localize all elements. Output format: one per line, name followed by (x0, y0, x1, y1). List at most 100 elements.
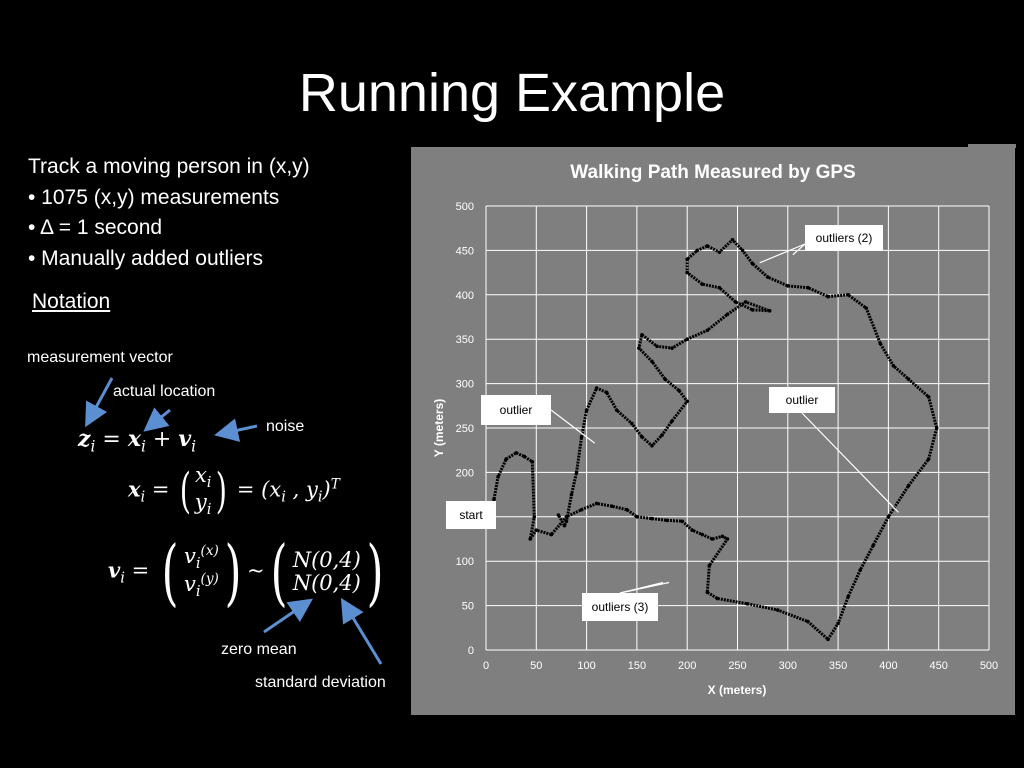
gps-point (826, 294, 830, 299)
gps-point (733, 300, 738, 304)
arrow-actual-location (143, 407, 171, 432)
gps-point (826, 637, 830, 642)
gps-point (562, 523, 567, 528)
gps-point (846, 293, 850, 297)
gps-point (705, 590, 710, 595)
gps-point (635, 515, 639, 519)
gps-point (765, 275, 770, 279)
gps-point (685, 399, 689, 404)
x-tick-label: 200 (678, 660, 696, 672)
callout-label: start (459, 508, 483, 522)
y-axis-label: Y (meters) (432, 399, 446, 457)
chart-grid (485, 205, 990, 651)
gps-point (786, 284, 790, 288)
gps-point (864, 306, 869, 310)
bullet-list: Track a moving person in (x,y) • 1075 (x… (28, 152, 310, 274)
callout-box (582, 593, 658, 621)
gps-point (528, 537, 533, 541)
gps-point (740, 248, 745, 253)
gps-point (934, 426, 939, 430)
y-tick-label: 200 (456, 467, 474, 479)
x-tick-label: 50 (530, 660, 542, 672)
gps-point (574, 470, 579, 475)
gps-point (705, 328, 710, 333)
gps-point (685, 337, 689, 341)
gps-point (720, 534, 725, 539)
arrow-standard-deviation (340, 597, 383, 665)
gps-point (594, 501, 599, 506)
x-tick-label: 500 (980, 660, 998, 672)
chart-corner-notch (968, 144, 1016, 148)
gps-point (504, 457, 508, 461)
y-tick-label: 100 (456, 556, 474, 568)
label-measurement-vector: measurement vector (27, 349, 173, 366)
gps-path (489, 237, 939, 642)
gps-point (655, 344, 659, 349)
gps-point (690, 528, 695, 532)
gps-point (806, 619, 810, 624)
gps-point (775, 608, 780, 612)
x-tick-label: 150 (628, 660, 646, 672)
gps-point (584, 408, 589, 413)
y-tick-label: 50 (462, 601, 474, 613)
gps-point (665, 518, 669, 523)
gps-point (670, 346, 674, 350)
bullet-outliers: • Manually added outliers (28, 246, 263, 270)
gps-point (579, 507, 584, 512)
gps-point (725, 537, 730, 541)
chart-title: Walking Path Measured by GPS (570, 162, 855, 183)
gps-point (846, 594, 850, 599)
gps-point (707, 563, 712, 568)
callout-label: outliers (2) (816, 231, 873, 245)
bullet-delta: • Δ = 1 second (28, 216, 163, 239)
gps-point (750, 308, 755, 312)
gps-point (750, 261, 755, 266)
gps-point (695, 248, 700, 253)
gps-point (767, 308, 772, 313)
equation-measurement-model: zi = xi + vi (78, 426, 197, 456)
y-tick-label: 350 (456, 334, 474, 346)
gps-point (685, 270, 689, 275)
callout-leader-line (801, 412, 899, 513)
callout-leader-line (759, 243, 806, 264)
gps-point (640, 435, 644, 439)
y-tick-label: 500 (456, 201, 474, 213)
label-actual-location: actual location (113, 383, 216, 400)
gps-point (891, 364, 896, 368)
gps-point (650, 516, 654, 521)
callout-leader-line (619, 581, 670, 594)
gps-point (594, 386, 599, 390)
gps-point (871, 543, 876, 548)
x-tick-label: 350 (829, 660, 847, 672)
gps-point (878, 341, 883, 346)
bullet-intro: Track a moving person in (x,y) (28, 155, 310, 178)
gps-point (717, 250, 722, 254)
equation-noise-distribution: vi = (vi(x)vi(y))~(N(0,4)N(0,4)) (108, 530, 384, 614)
label-zero-mean: zero mean (221, 641, 297, 658)
walking-path-chart: Walking Path Measured by GPS 0 50 100 150 20… (432, 162, 998, 697)
gps-point (685, 257, 689, 262)
callout-label: outlier (500, 403, 533, 417)
callout-leader-line (792, 243, 806, 256)
gps-point (745, 602, 750, 606)
gps-point (609, 504, 614, 508)
y-tick-label: 0 (468, 645, 474, 657)
callout-leader-line (550, 409, 596, 444)
gps-point (630, 421, 634, 426)
callout-label: outlier (786, 393, 819, 407)
slide-title: Running Example (298, 63, 726, 123)
gps-point (579, 435, 584, 439)
y-tick-label: 450 (456, 245, 474, 257)
gps-point (717, 285, 722, 290)
x-tick-label: 100 (577, 660, 595, 672)
gps-point (530, 459, 535, 464)
gps-point (743, 300, 748, 304)
chart-panel: Walking Path Measured by GPS 0 50 100 150 20… (411, 147, 1015, 715)
gps-point (496, 475, 500, 479)
gps-point (906, 377, 911, 381)
gps-point (725, 312, 730, 317)
gps-point (660, 433, 664, 437)
gps-point (549, 532, 554, 537)
